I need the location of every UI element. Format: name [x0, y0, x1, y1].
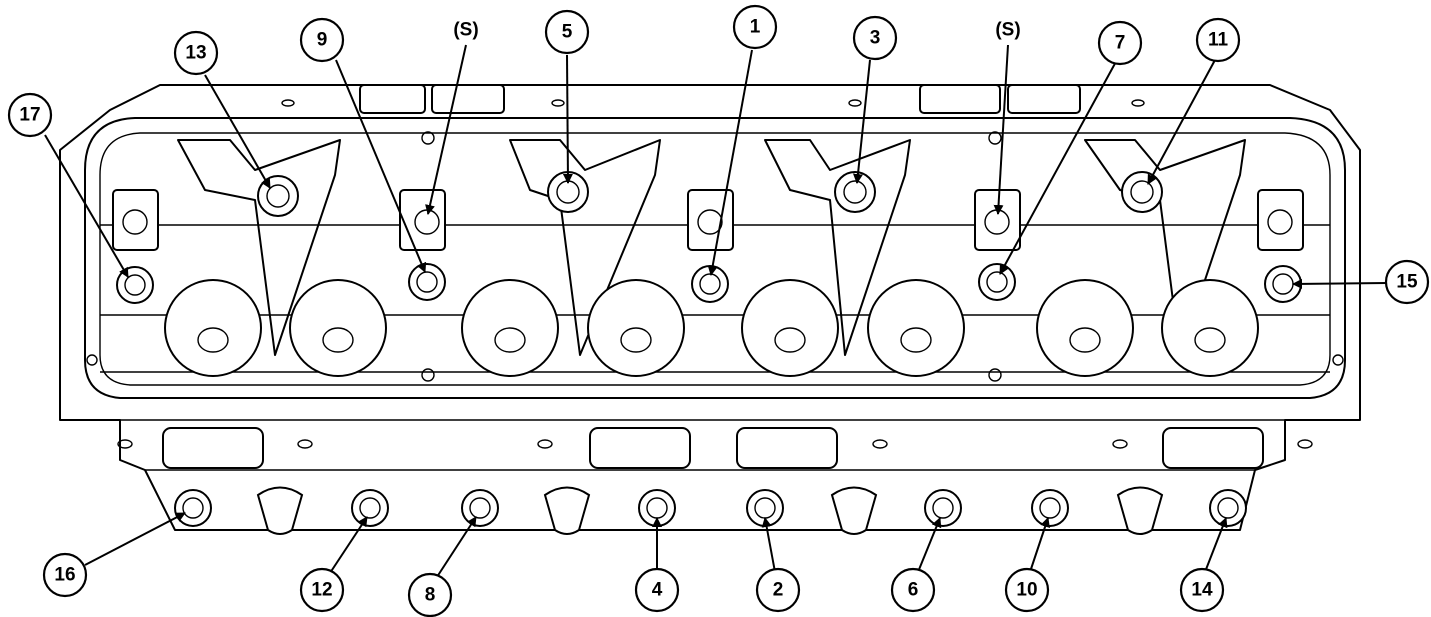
callout-4: 4 [634, 567, 680, 613]
callout-label: 11 [1208, 30, 1229, 51]
callout-8: 8 [407, 572, 453, 617]
valve-springs [164, 279, 1259, 377]
leader-lines [44, 44, 1388, 581]
callout-label: 5 [562, 22, 573, 43]
callout-14: 14 [1179, 567, 1225, 613]
callout-10: 10 [1004, 567, 1050, 613]
callout-label: 17 [19, 105, 40, 126]
callout-16: 16 [42, 552, 88, 598]
callout-label: 8 [425, 585, 436, 606]
head-bolt-holes [116, 171, 1302, 304]
callout-11: 11 [1195, 17, 1241, 63]
callout-2: 2 [755, 567, 801, 613]
callout-label: 9 [317, 30, 328, 51]
callout-label: 7 [1115, 33, 1126, 54]
callout-label: 13 [185, 43, 206, 64]
callout-label: 15 [1396, 272, 1418, 293]
callout-label: 10 [1016, 580, 1037, 601]
callout-12: 12 [299, 567, 345, 613]
special-bolt-label: (S) [995, 20, 1020, 41]
callout-5: 5 [544, 9, 590, 55]
callout-label: 3 [870, 28, 881, 49]
callout-1: 1 [732, 4, 778, 50]
callout-label: 2 [773, 580, 784, 601]
callout-9: 9 [299, 17, 345, 63]
callout-13: 13 [173, 30, 219, 76]
callout-3: 3 [852, 15, 898, 61]
callout-label: 12 [311, 580, 332, 601]
callout-15: 15 [1384, 259, 1430, 305]
callout-label: 16 [54, 565, 75, 586]
callout-label: 4 [652, 580, 663, 601]
callout-17: 17 [7, 92, 53, 138]
special-bolt-label: (S) [453, 20, 478, 41]
square-bosses [112, 189, 1304, 251]
callout-6: 6 [890, 567, 936, 613]
callout-7: 7 [1097, 20, 1143, 66]
lower-bolt-holes [174, 486, 1247, 535]
callout-label: 6 [908, 580, 919, 601]
callout-label: 1 [750, 17, 761, 38]
callout-label: 14 [1191, 580, 1213, 601]
